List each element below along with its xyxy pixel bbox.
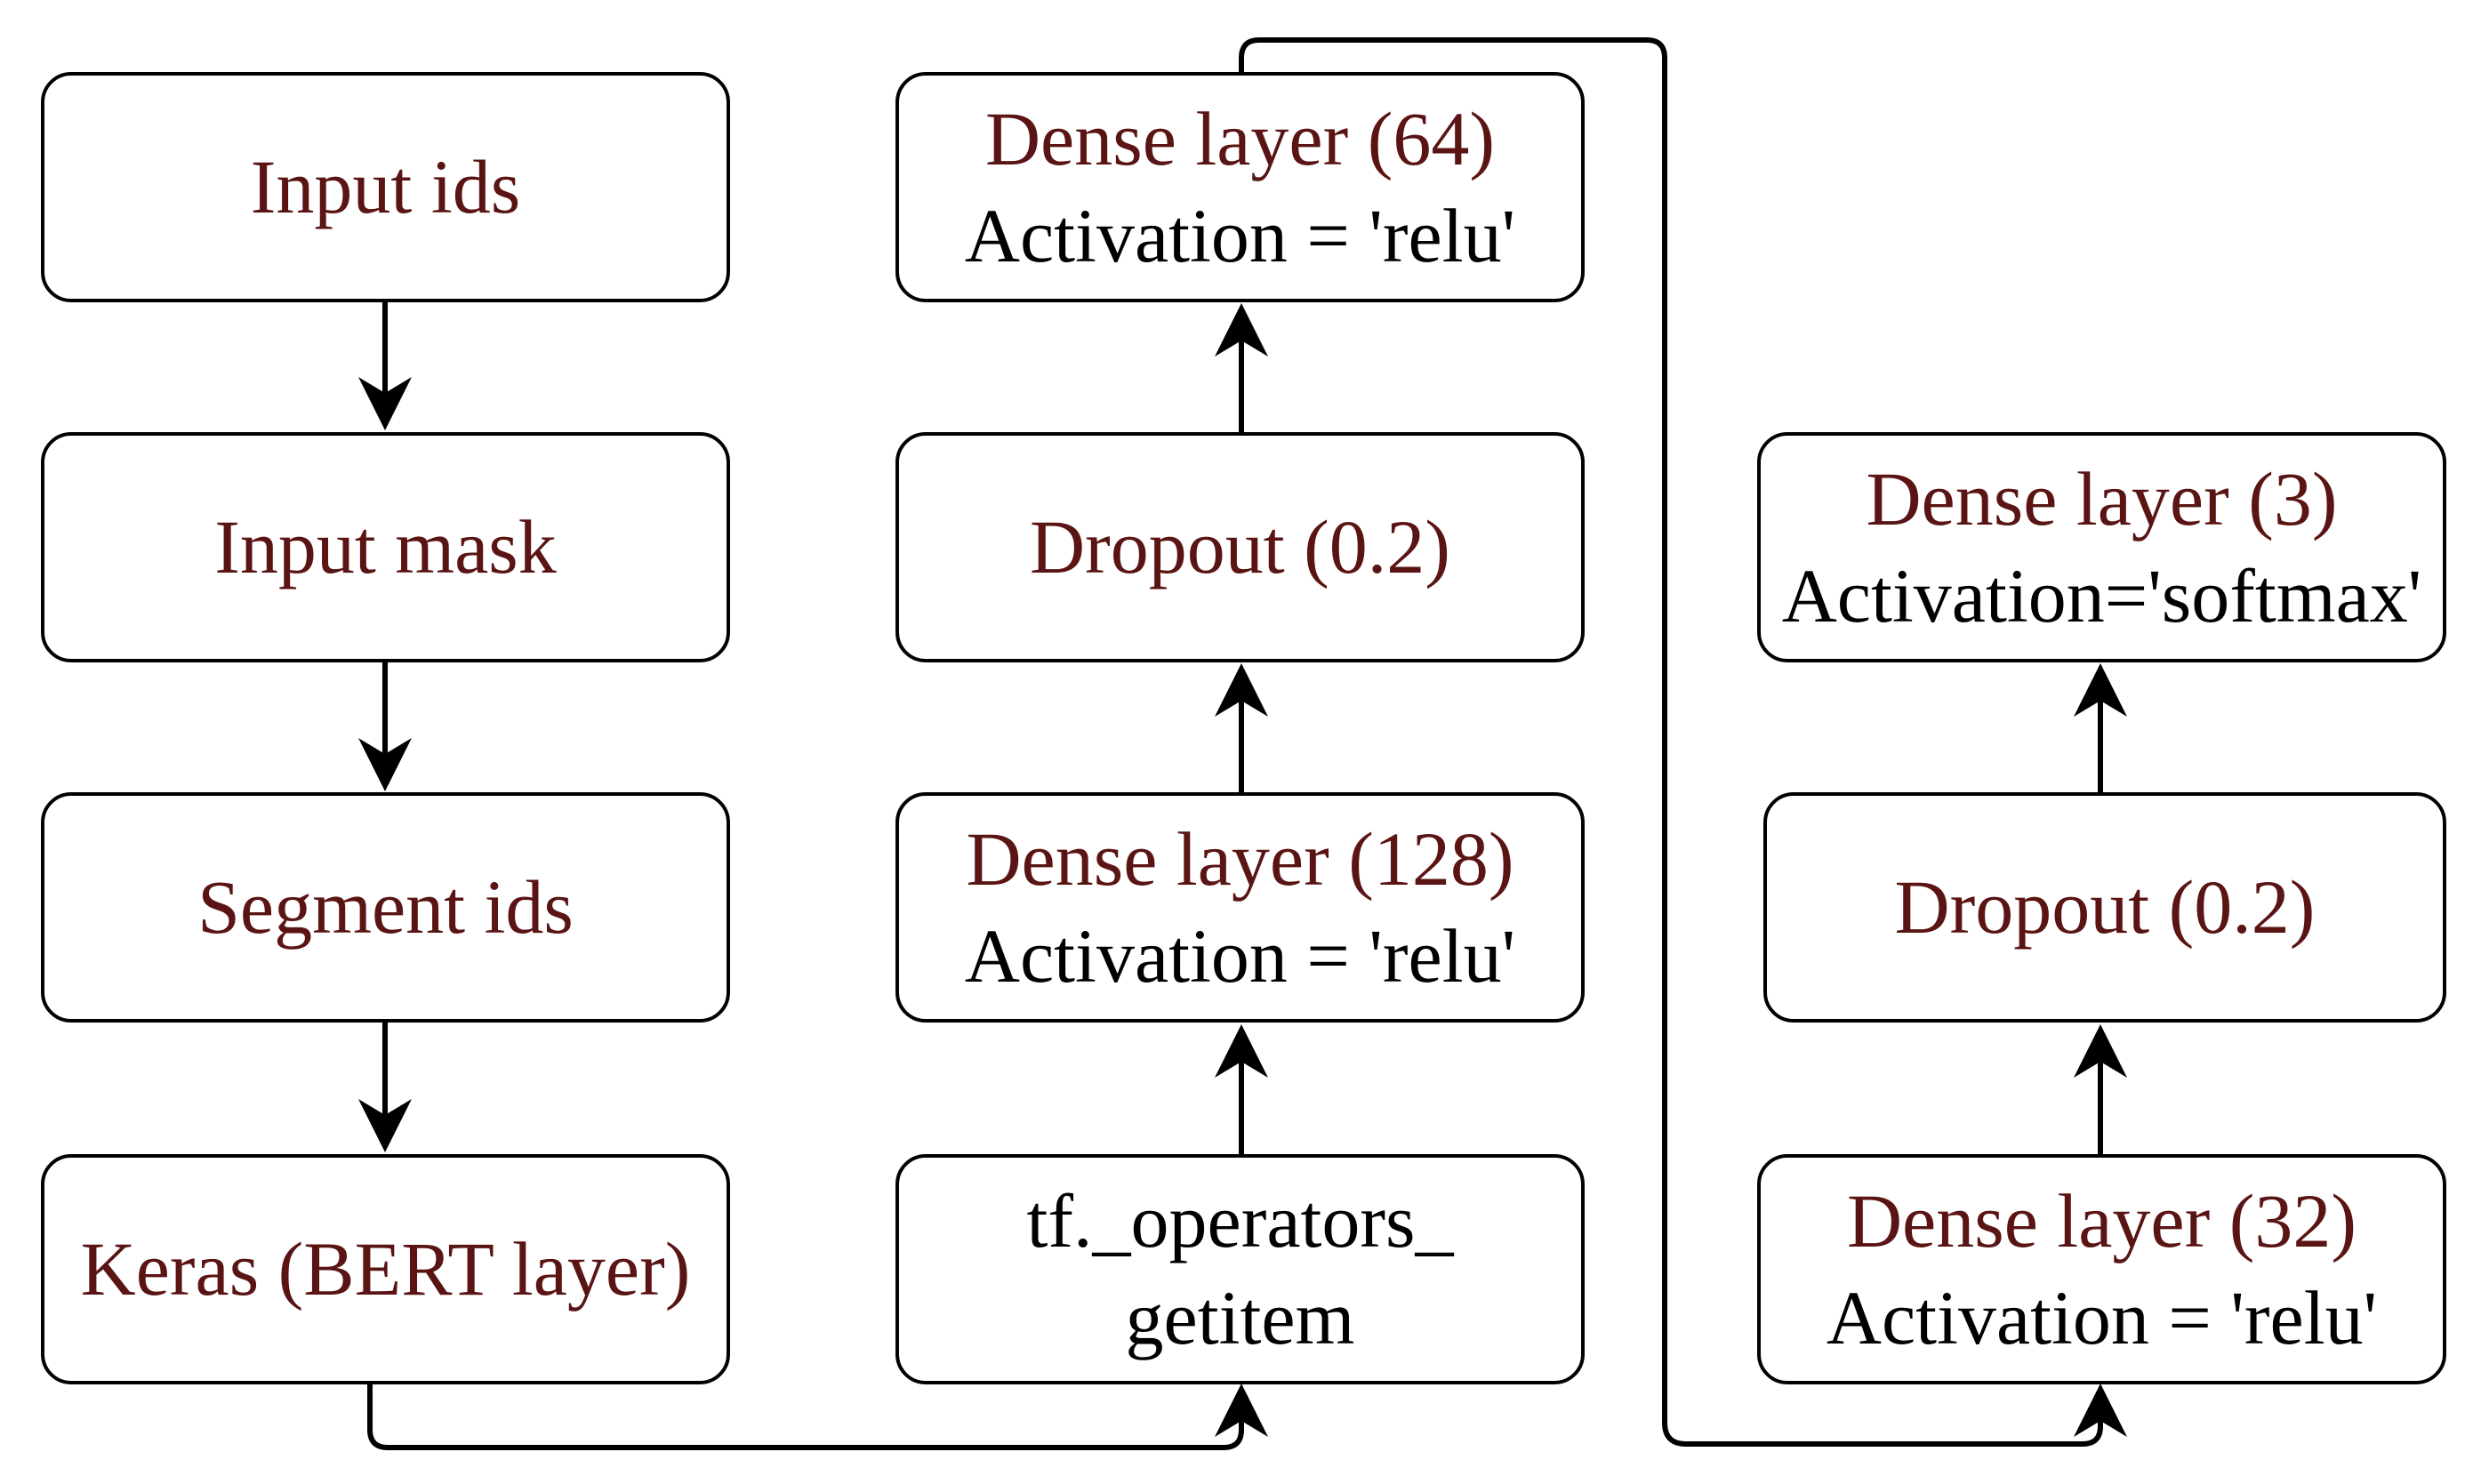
node-segment-ids: Segment ids <box>41 792 730 1023</box>
node-dropout-2: Dropout (0.2) <box>1763 792 2446 1023</box>
node-subtitle: Activation = 'relu' <box>1826 1274 2378 1360</box>
node-title: Dense layer (32) <box>1846 1178 2357 1264</box>
node-line-2: getitem <box>1125 1274 1355 1360</box>
node-input-ids: Input ids <box>41 72 730 302</box>
node-dense-3: Dense layer (3) Activation='softmax' <box>1757 432 2446 662</box>
node-title: Dropout (0.2) <box>1030 504 1450 590</box>
node-title: Input ids <box>250 144 521 230</box>
node-keras-bert-layer: Keras (BERT layer) <box>41 1154 730 1384</box>
node-title: Dense layer (128) <box>966 816 1514 902</box>
node-title: Input mask <box>214 504 557 590</box>
node-dense-64: Dense layer (64) Activation = 'relu' <box>895 72 1585 302</box>
node-subtitle: Activation = 'relu' <box>964 192 1516 278</box>
node-title: Segment ids <box>197 864 574 951</box>
edge-keras-bert-to-tf-getitem <box>367 1384 1268 1450</box>
node-title: Dense layer (64) <box>984 96 1496 182</box>
node-title: Dropout (0.2) <box>1894 864 2316 951</box>
node-dense-32: Dense layer (32) Activation = 'relu' <box>1757 1154 2446 1384</box>
node-tf-getitem: tf._operators_ getitem <box>895 1154 1585 1384</box>
node-dense-128: Dense layer (128) Activation = 'relu' <box>895 792 1585 1023</box>
node-subtitle: Activation = 'relu' <box>964 912 1516 999</box>
node-title: Dense layer (3) <box>1866 456 2338 542</box>
node-subtitle: Activation='softmax' <box>1781 552 2422 638</box>
node-input-mask: Input mask <box>41 432 730 662</box>
node-title: Keras (BERT layer) <box>80 1226 691 1312</box>
node-line-1: tf._operators_ <box>1026 1178 1454 1264</box>
node-dropout-1: Dropout (0.2) <box>895 432 1585 662</box>
edge-dense-64-to-dense-32 <box>1239 37 2127 1447</box>
